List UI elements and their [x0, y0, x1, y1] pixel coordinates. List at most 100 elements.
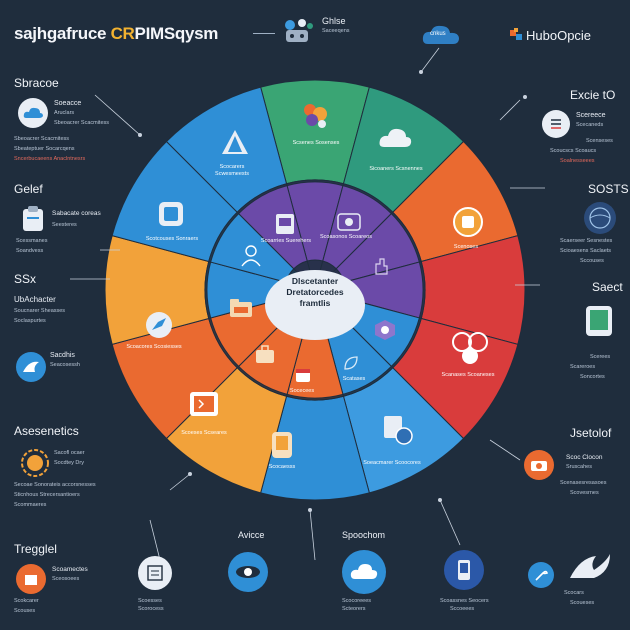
left-heading-3: SSx	[14, 272, 37, 286]
right-title-4: Scoc Clocon	[566, 454, 603, 461]
right-sub-4: Sruscahes	[566, 464, 592, 470]
left-title-6: Scoamectes	[52, 566, 88, 573]
right-line-2c: Sccouses	[580, 258, 604, 264]
bottom-line-2b: Scteorers	[342, 606, 366, 612]
wheel-label-2: Scsenes Sosenses	[292, 140, 340, 146]
right-line-3a: Scerees	[590, 354, 611, 360]
bottom-title-1: Avicce	[238, 530, 265, 540]
bottom-line-1a: Scoesses	[138, 598, 162, 604]
right-sub-1: Scecaneds	[576, 122, 604, 128]
hexagon-icon[interactable]	[372, 318, 398, 342]
cloud-icon[interactable]	[300, 100, 330, 130]
left-line-5b: Sticnhous Strecersantioers	[14, 492, 80, 498]
phone-icon-bottom[interactable]	[444, 550, 484, 590]
tablet-icon-right[interactable]	[584, 304, 614, 338]
wheel-diagram	[105, 80, 525, 500]
cloud-icon-bottom[interactable]	[342, 550, 386, 594]
hand-icon[interactable]	[372, 256, 390, 276]
gear-icon[interactable]	[452, 206, 484, 238]
title-rest: PIMSqysm	[134, 24, 219, 43]
center-line-3: framtlis	[299, 298, 331, 308]
heart-icon[interactable]	[450, 330, 490, 366]
top-center-title: Ghlse	[322, 16, 346, 26]
left-line-5a: Secoae Sonorateis accorsnesses	[14, 482, 96, 488]
right-heading-1: Excie tO	[570, 88, 616, 102]
left-line-6a: Scokcarer	[14, 598, 39, 604]
bird-icon-large[interactable]	[566, 548, 614, 584]
bottom-line-3b: Sccoeees	[450, 606, 475, 612]
report-icon[interactable]	[138, 556, 172, 590]
left-sub-1: Aruclars	[54, 110, 75, 116]
left-line-1c: Sncerbucaeens Anaclntnesrs	[14, 156, 86, 162]
leaf-icon[interactable]	[342, 354, 360, 372]
globe-icon[interactable]	[584, 202, 616, 234]
left-heading-2: Gelef	[14, 182, 43, 196]
left-title-4: Sacdhis	[50, 352, 75, 359]
title-accent: CR	[110, 24, 135, 43]
header-divider	[253, 33, 275, 34]
wheel-label-1: Scocarers Scwesmeests	[215, 164, 249, 177]
eye-icon[interactable]	[228, 552, 268, 592]
bird-icon[interactable]	[16, 352, 46, 382]
cloud-user-icon[interactable]	[18, 98, 48, 128]
calendar-icon[interactable]	[294, 366, 312, 384]
left-heading-1: Sbracoe	[14, 76, 59, 90]
wrench-icon[interactable]	[528, 562, 554, 588]
person-icon[interactable]	[240, 244, 262, 268]
bottom-line-3a: Scoassnes Seocers	[440, 598, 489, 604]
clipboard-icon[interactable]	[20, 205, 46, 233]
camera-icon[interactable]	[524, 450, 554, 480]
center-label: Dlscetanter Dretatorcedes framtlis	[270, 276, 360, 309]
hubspot-logo-icon	[510, 28, 524, 42]
box-icon[interactable]	[16, 564, 46, 594]
right-line-2b: Scioaesens Saclaets	[560, 248, 612, 254]
folder-icon[interactable]	[228, 296, 254, 320]
left-heading-6: Tregglel	[14, 542, 57, 556]
left-line-2b: Soandvess	[16, 248, 44, 254]
wheel-label-10: Scatases	[342, 376, 366, 382]
right-heading-2: SOSTS	[588, 182, 629, 196]
left-line-2a: Scessmanes	[16, 238, 48, 244]
app-title: sajhgafruce CRPIMSqysm	[14, 24, 218, 44]
triangle-icon[interactable]	[220, 128, 250, 156]
bottom-line-1b: Scorocess	[138, 606, 164, 612]
bottom-line-2a: Scocoreees	[342, 598, 372, 604]
left-line-3b: Soclaspurtes	[14, 318, 46, 324]
wheel-label-14: Scocaesss	[268, 464, 296, 470]
wheel-label-3: Sicoaners Scsnennes	[369, 166, 423, 172]
share-icon[interactable]	[380, 414, 416, 446]
left-line-1b: Sbeateptuer Socarcqens	[14, 146, 75, 152]
phone-icon[interactable]	[268, 430, 296, 460]
briefcase-icon[interactable]	[254, 344, 276, 366]
left-title-3: UbAchacter	[14, 295, 56, 304]
right-heading-3: Saect	[592, 280, 623, 294]
code-icon[interactable]	[188, 390, 220, 418]
tablet-icon[interactable]	[156, 200, 186, 228]
cloud-badge-label: cnkus	[430, 31, 446, 37]
cloud-icon-2[interactable]	[378, 125, 412, 151]
cloud-badge[interactable]: cnkus	[420, 22, 462, 48]
center-hub	[265, 270, 365, 340]
screen-icon[interactable]	[336, 212, 362, 232]
bottom-line-4b: Scoueses	[570, 600, 595, 606]
left-title-1: Soeacce	[54, 100, 82, 107]
chat-icon[interactable]	[144, 310, 174, 340]
wheel-label-13: Soeacmarer Scoocores	[363, 460, 421, 466]
left-extra-1: Sbeoacrer Scacmitess	[54, 120, 110, 126]
wheel-label-12: Socecees	[289, 388, 315, 394]
right-heading-4: Jsetolof	[570, 426, 612, 440]
list-icon[interactable]	[542, 110, 570, 138]
wheel-label-4: Scotcouses Sonraers	[145, 236, 199, 242]
left-heading-5: Asesenetics	[14, 424, 79, 438]
sun-gear-icon[interactable]	[20, 448, 50, 478]
right-line-1c: Soalnesseees	[560, 158, 595, 164]
title-main: sajhgafruce	[14, 24, 111, 43]
right-title-1: Scereece	[576, 112, 606, 119]
right-line-2a: Scaerseer Sesnestes	[560, 238, 613, 244]
left-line-5c: Scommaeres	[14, 502, 47, 508]
right-line-1b: Scoucscs Scoaucs	[550, 148, 597, 154]
document-icon[interactable]	[274, 212, 296, 236]
left-line-1a: Sbeoacrer Scacmitess	[14, 136, 70, 142]
center-line-1: Dlscetanter	[291, 276, 339, 286]
